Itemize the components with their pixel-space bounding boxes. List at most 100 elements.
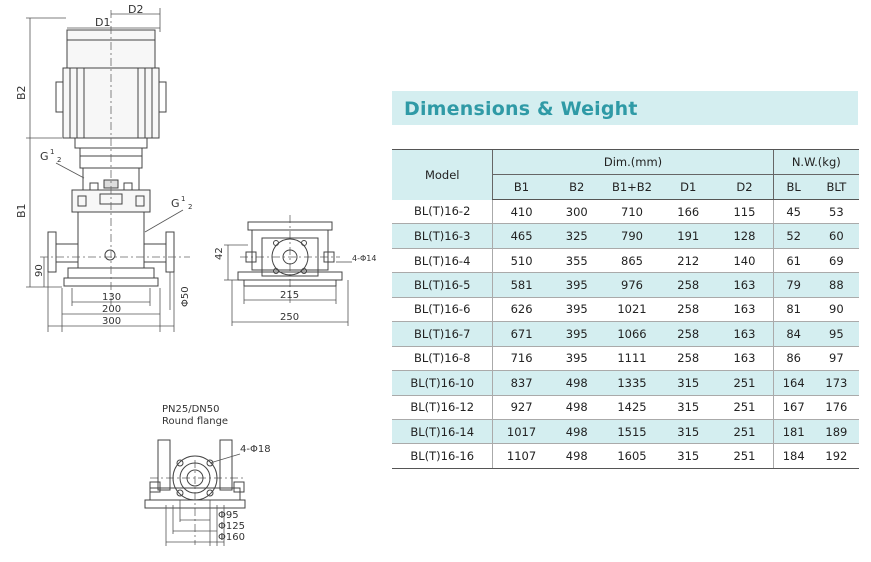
table-cell-value: 581: [492, 272, 550, 298]
table-cell-value: 671: [492, 321, 550, 347]
header-model: Model: [392, 149, 493, 200]
subheader-bl: BL: [772, 174, 814, 200]
table-cell-model: BL(T)16-6: [392, 297, 493, 323]
table-cell-model: BL(T)16-10: [392, 370, 493, 396]
label-holes18: 4-Φ18: [240, 444, 271, 455]
label-g-right-den: 2: [188, 203, 192, 211]
table-cell-value: 498: [549, 395, 604, 420]
table-cell-value: 865: [603, 248, 661, 274]
label-h90: 90: [34, 264, 45, 277]
table-cell-value: 325: [549, 223, 604, 249]
label-b1: B1: [15, 203, 28, 218]
label-g-top: G: [40, 150, 49, 163]
label-phi50: Φ50: [180, 286, 191, 307]
table-cell-value: 1515: [603, 419, 661, 445]
table-cell-value: 189: [813, 419, 859, 445]
label-w200: 200: [102, 304, 121, 315]
label-d2: D2: [128, 3, 143, 16]
table-cell-value: 163: [716, 321, 774, 347]
table-cell-value: 251: [716, 370, 774, 396]
table-cell-value: 84: [772, 321, 814, 347]
label-b2: B2: [15, 85, 28, 100]
table-cell-value: 300: [549, 199, 604, 225]
table-cell-value: 510: [492, 248, 550, 274]
table-cell-value: 181: [772, 419, 814, 445]
label-g-top-den: 2: [57, 156, 61, 164]
subheader-blt: BLT: [813, 174, 859, 200]
header-dim: Dim.(mm): [492, 149, 774, 175]
table-cell-value: 1425: [603, 395, 661, 420]
table-cell-model: BL(T)16-4: [392, 248, 493, 274]
table-cell-value: 52: [772, 223, 814, 249]
table-cell-value: 258: [660, 272, 717, 298]
table-cell-value: 1107: [492, 443, 550, 469]
table-cell-value: 710: [603, 199, 661, 225]
table-cell-value: 315: [660, 370, 717, 396]
table-cell-value: 163: [716, 272, 774, 298]
table-cell-value: 976: [603, 272, 661, 298]
label-g-right-num: 1: [181, 195, 185, 203]
table-cell-value: 410: [492, 199, 550, 225]
table-cell-value: 1017: [492, 419, 550, 445]
table-cell-model: BL(T)16-7: [392, 321, 493, 347]
table-cell-value: 173: [813, 370, 859, 396]
table-cell-value: 498: [549, 419, 604, 445]
table-cell-model: BL(T)16-16: [392, 443, 493, 469]
table-cell-model: BL(T)16-8: [392, 346, 493, 372]
subheader-b1b2: B1+B2: [603, 174, 661, 200]
table-cell-value: 115: [716, 199, 774, 225]
table-cell-model: BL(T)16-3: [392, 223, 493, 249]
label-flange-sub: Round flange: [162, 416, 228, 427]
subheader-b1: B1: [492, 174, 550, 200]
label-g-right: G: [171, 197, 180, 210]
label-phi95: Φ95: [218, 510, 239, 521]
table-cell-model: BL(T)16-2: [392, 199, 493, 225]
label-h42: 42: [214, 247, 225, 260]
table-cell-value: 184: [772, 443, 814, 469]
label-w215: 215: [280, 290, 299, 301]
table-cell-value: 315: [660, 419, 717, 445]
table-cell-value: 626: [492, 297, 550, 323]
label-d1: D1: [95, 16, 110, 29]
table-cell-value: 498: [549, 443, 604, 469]
label-flange-title: PN25/DN50: [162, 404, 220, 415]
table-cell-value: 498: [549, 370, 604, 396]
table-cell-value: 315: [660, 443, 717, 469]
table-cell-value: 1021: [603, 297, 661, 323]
subheader-d1: D1: [660, 174, 717, 200]
table-cell-value: 45: [772, 199, 814, 225]
table-cell-value: 395: [549, 321, 604, 347]
label-w130: 130: [102, 292, 121, 303]
table-cell-value: 69: [813, 248, 859, 274]
section-title: Dimensions & Weight: [404, 98, 638, 120]
table-cell-value: 60: [813, 223, 859, 249]
table-cell-value: 315: [660, 395, 717, 420]
table-cell-value: 53: [813, 199, 859, 225]
table-cell-value: 465: [492, 223, 550, 249]
label-holes14: 4-Φ14: [352, 254, 376, 263]
label-w250: 250: [280, 312, 299, 323]
header-weight: N.W.(kg): [772, 149, 859, 175]
table-cell-value: 86: [772, 346, 814, 372]
table-cell-value: 258: [660, 346, 717, 372]
table-cell-model: BL(T)16-12: [392, 395, 493, 420]
label-g-top-num: 1: [50, 148, 54, 156]
table-cell-value: 97: [813, 346, 859, 372]
table-cell-value: 355: [549, 248, 604, 274]
table-cell-value: 163: [716, 297, 774, 323]
table-cell-value: 79: [772, 272, 814, 298]
table-cell-value: 164: [772, 370, 814, 396]
table-cell-value: 128: [716, 223, 774, 249]
table-cell-value: 251: [716, 395, 774, 420]
table-cell-value: 1111: [603, 346, 661, 372]
table-cell-value: 192: [813, 443, 859, 469]
table-cell-value: 166: [660, 199, 717, 225]
table-cell-value: 95: [813, 321, 859, 347]
